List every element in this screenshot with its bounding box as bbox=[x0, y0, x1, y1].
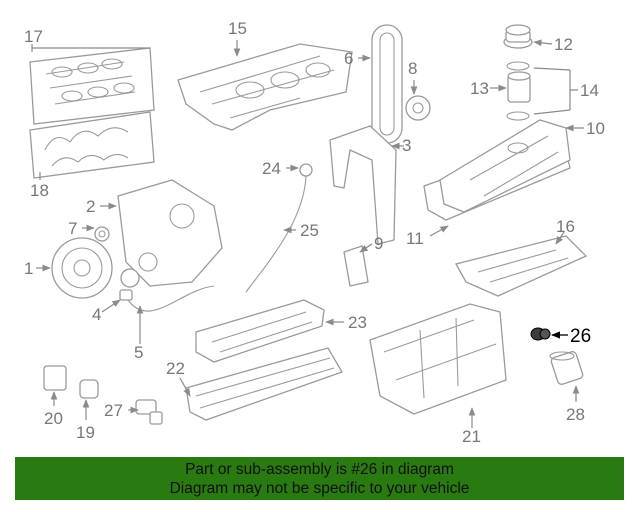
oil-pressure-switch bbox=[43, 365, 67, 391]
leader-lines bbox=[31, 39, 584, 428]
callout-10: 10 bbox=[586, 119, 605, 138]
timing-cover bbox=[117, 179, 223, 287]
harmonic-balancer bbox=[51, 237, 113, 299]
callout-8: 8 bbox=[408, 59, 417, 78]
callout-23: 23 bbox=[348, 313, 367, 332]
callout-9: 9 bbox=[374, 234, 383, 253]
intake-manifold bbox=[177, 43, 353, 131]
parts-diagram: 1 2 3 4 5 6 7 8 9 10 11 12 13 14 15 16 1… bbox=[24, 19, 605, 446]
bracket bbox=[343, 245, 369, 287]
oil-fill-tube bbox=[506, 61, 531, 121]
crank-seal bbox=[94, 226, 110, 242]
drain-plug bbox=[530, 327, 551, 341]
callout-5: 5 bbox=[134, 343, 143, 362]
callout-16: 16 bbox=[556, 217, 575, 236]
oil-pan bbox=[369, 303, 507, 415]
callout-17: 17 bbox=[24, 27, 43, 46]
oil-fill-cap bbox=[503, 24, 533, 49]
callout-labels: 1 2 3 4 5 6 7 8 9 10 11 12 13 14 15 16 1… bbox=[24, 19, 605, 446]
oil-pump-seal bbox=[120, 268, 140, 288]
callout-1: 1 bbox=[24, 259, 33, 278]
gasket-set-lower bbox=[29, 111, 155, 179]
callout-2: 2 bbox=[86, 197, 95, 216]
banner-line-1: Part or sub-assembly is #26 in diagram bbox=[185, 461, 454, 478]
timing-chain bbox=[371, 24, 403, 144]
callout-11: 11 bbox=[406, 229, 424, 248]
callout-7: 7 bbox=[68, 219, 77, 238]
oil-filter bbox=[549, 351, 584, 385]
dipstick bbox=[245, 163, 313, 293]
oil-pan-gasket bbox=[185, 347, 343, 421]
callout-3: 3 bbox=[402, 136, 411, 155]
callout-20: 20 bbox=[44, 409, 63, 428]
callout-13: 13 bbox=[470, 79, 489, 98]
callout-18: 18 bbox=[30, 181, 49, 200]
sensor-harness bbox=[119, 285, 215, 312]
callout-19: 19 bbox=[76, 423, 95, 442]
banner-line-2: Diagram may not be specific to your vehi… bbox=[169, 480, 470, 497]
callout-12: 12 bbox=[554, 35, 573, 54]
sensor-fitting bbox=[135, 399, 163, 425]
callout-27: 27 bbox=[104, 401, 123, 420]
callout-15: 15 bbox=[228, 19, 247, 38]
front-cover-gasket bbox=[329, 125, 397, 245]
callout-21: 21 bbox=[462, 427, 481, 446]
callout-14: 14 bbox=[580, 81, 599, 100]
callout-6: 6 bbox=[344, 49, 353, 68]
info-banner: Part or sub-assembly is #26 in diagram D… bbox=[15, 457, 624, 500]
callout-26: 26 bbox=[570, 326, 591, 347]
callout-22: 22 bbox=[166, 359, 185, 378]
callout-24: 24 bbox=[262, 159, 281, 178]
callout-25: 25 bbox=[300, 221, 319, 240]
oil-level-sensor bbox=[79, 379, 99, 399]
callout-28: 28 bbox=[566, 405, 585, 424]
oil-baffle bbox=[455, 235, 588, 297]
windage-tray bbox=[195, 299, 325, 363]
gasket-set-upper bbox=[29, 47, 155, 125]
callout-4: 4 bbox=[92, 305, 101, 324]
valve-cover bbox=[439, 119, 571, 213]
sprocket bbox=[405, 95, 431, 121]
